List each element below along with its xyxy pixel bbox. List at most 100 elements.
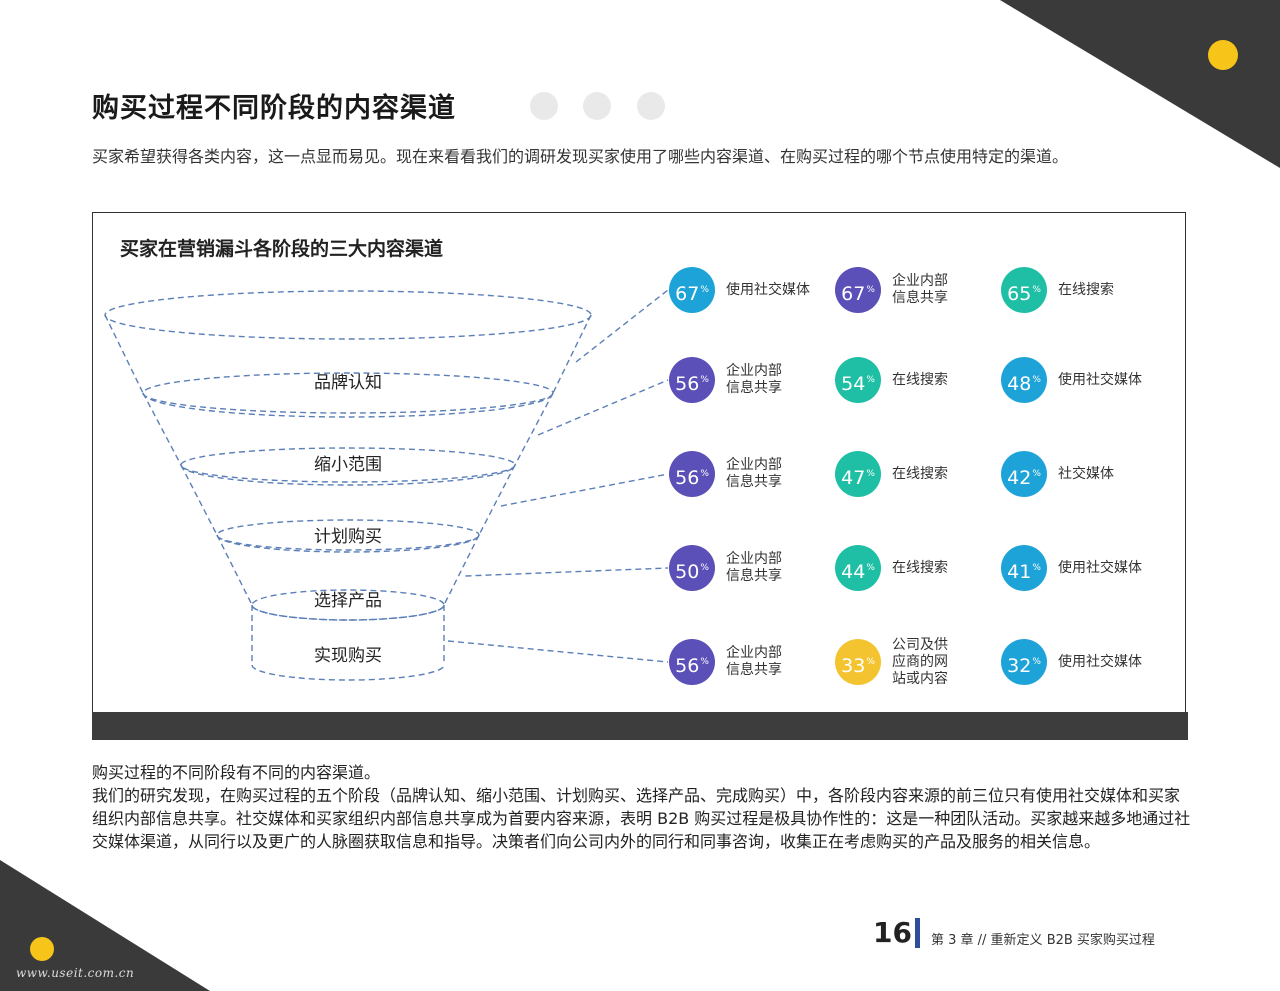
funnel-stage-label: 缩小范围 — [314, 455, 382, 475]
channel-percent-value: 41 — [1007, 561, 1032, 583]
channel-percent-circle: 67% — [835, 267, 881, 313]
funnel-tier-rim — [104, 290, 592, 340]
channel-label: 使用社交媒体 — [1058, 653, 1142, 670]
channel-percent-value: 32 — [1007, 655, 1032, 677]
funnel-connector-line — [500, 473, 669, 507]
channel-label: 企业内部信息共享 — [726, 363, 782, 396]
funnel-tier-wall — [443, 534, 480, 606]
funnel-tier-wall — [552, 314, 592, 394]
decorative-dot — [637, 92, 665, 120]
percent-sign: % — [700, 657, 709, 667]
channel-label: 在线搜索 — [1058, 281, 1114, 298]
percent-sign: % — [700, 375, 709, 385]
channel-percent-value: 42 — [1007, 467, 1032, 489]
funnel-connector-line — [447, 640, 669, 663]
channel-percent-circle: 56% — [669, 451, 715, 497]
body-text-lead: 购买过程的不同阶段有不同的内容渠道。 — [92, 763, 381, 782]
yellow-dot-top-right — [1208, 40, 1238, 70]
channel-label: 使用社交媒体 — [1058, 559, 1142, 576]
channel-percent-value: 56 — [675, 655, 700, 677]
body-text-paragraph: 我们的研究发现，在购买过程的五个阶段（品牌认知、缩小范围、计划购买、选择产品、完… — [92, 786, 1191, 851]
channel-percent-circle: 42% — [1001, 451, 1047, 497]
funnel-tier-bottom-arc — [251, 664, 445, 681]
funnel-connector-line — [575, 289, 669, 363]
funnel-stage-label: 实现购买 — [314, 646, 382, 666]
channel-label: 企业内部信息共享 — [726, 645, 782, 678]
page-number: 16 — [873, 916, 912, 949]
channel-label: 在线搜索 — [892, 465, 948, 482]
channel-percent-value: 67 — [675, 283, 700, 305]
source-url: www.useit.com.cn — [16, 966, 135, 980]
channel-percent-circle: 50% — [669, 545, 715, 591]
funnel-connector-line — [537, 379, 669, 436]
funnel-tier-bottom-arc — [180, 464, 516, 486]
channel-percent-circle: 65% — [1001, 267, 1047, 313]
channel-percent-circle: 56% — [669, 357, 715, 403]
channel-percent-value: 44 — [841, 561, 866, 583]
yellow-dot-bottom-left — [30, 937, 54, 961]
percent-sign: % — [866, 375, 875, 385]
channel-label: 企业内部信息共享 — [892, 273, 948, 306]
percent-sign: % — [700, 285, 709, 295]
funnel-tier-wall — [478, 464, 516, 536]
channel-percent-value: 56 — [675, 373, 700, 395]
channel-percent-circle: 56% — [669, 639, 715, 685]
percent-sign: % — [1032, 657, 1041, 667]
percent-sign: % — [866, 469, 875, 479]
channel-percent-circle: 54% — [835, 357, 881, 403]
percent-sign: % — [866, 563, 875, 573]
corner-decoration-top-right — [1000, 0, 1280, 168]
channel-percent-value: 47 — [841, 467, 866, 489]
funnel-tier-wall — [180, 464, 218, 536]
funnel-stage-label: 品牌认知 — [314, 373, 382, 393]
funnel-tier-bottom-arc — [142, 392, 554, 418]
channel-label: 使用社交媒体 — [1058, 371, 1142, 388]
channel-percent-circle: 48% — [1001, 357, 1047, 403]
channel-label: 企业内部信息共享 — [726, 457, 782, 490]
channel-percent-value: 56 — [675, 467, 700, 489]
percent-sign: % — [1032, 375, 1041, 385]
channel-label: 使用社交媒体 — [726, 281, 810, 298]
percent-sign: % — [1032, 285, 1041, 295]
channel-percent-value: 54 — [841, 373, 866, 395]
channel-percent-circle: 33% — [835, 639, 881, 685]
channel-percent-value: 48 — [1007, 373, 1032, 395]
page-number-bar — [915, 918, 920, 948]
channel-percent-circle: 32% — [1001, 639, 1047, 685]
channel-label: 社交媒体 — [1058, 465, 1114, 482]
percent-sign: % — [700, 563, 709, 573]
funnel-stage-label: 计划购买 — [314, 527, 382, 547]
funnel-tier-wall — [104, 314, 144, 394]
funnel-tier-bottom-arc — [216, 534, 480, 553]
funnel-connector-line — [465, 567, 669, 577]
channel-percent-value: 33 — [841, 655, 866, 677]
decorative-dot — [530, 92, 558, 120]
percent-sign: % — [866, 285, 875, 295]
chapter-label: 第 3 章 // 重新定义 B2B 买家购买过程 — [931, 933, 1155, 948]
channel-percent-value: 67 — [841, 283, 866, 305]
channel-label: 企业内部信息共享 — [726, 551, 782, 584]
funnel-tier-wall — [142, 392, 182, 466]
channel-percent-circle: 67% — [669, 267, 715, 313]
percent-sign: % — [700, 469, 709, 479]
page-title: 购买过程不同阶段的内容渠道 — [92, 93, 456, 124]
corner-decoration-bottom-left — [0, 860, 210, 991]
channel-percent-value: 50 — [675, 561, 700, 583]
percent-sign: % — [866, 657, 875, 667]
channel-percent-value: 65 — [1007, 283, 1032, 305]
percent-sign: % — [1032, 469, 1041, 479]
channel-label: 公司及供应商的网站或内容 — [892, 636, 948, 687]
intro-paragraph: 买家希望获得各类内容，这一点显而易见。现在来看看我们的调研发现买家使用了哪些内容… — [92, 147, 1069, 166]
chart-title: 买家在营销漏斗各阶段的三大内容渠道 — [120, 238, 444, 260]
channel-percent-circle: 41% — [1001, 545, 1047, 591]
body-text: 购买过程的不同阶段有不同的内容渠道。 我们的研究发现，在购买过程的五个阶段（品牌… — [92, 761, 1192, 853]
funnel-stage-label: 选择产品 — [314, 591, 382, 611]
percent-sign: % — [1032, 563, 1041, 573]
channel-label: 在线搜索 — [892, 371, 948, 388]
funnel-tier-wall — [514, 392, 554, 466]
channel-label: 在线搜索 — [892, 559, 948, 576]
channel-percent-circle: 47% — [835, 451, 881, 497]
decorative-dot — [583, 92, 611, 120]
chart-panel-footer-bar — [92, 712, 1188, 740]
